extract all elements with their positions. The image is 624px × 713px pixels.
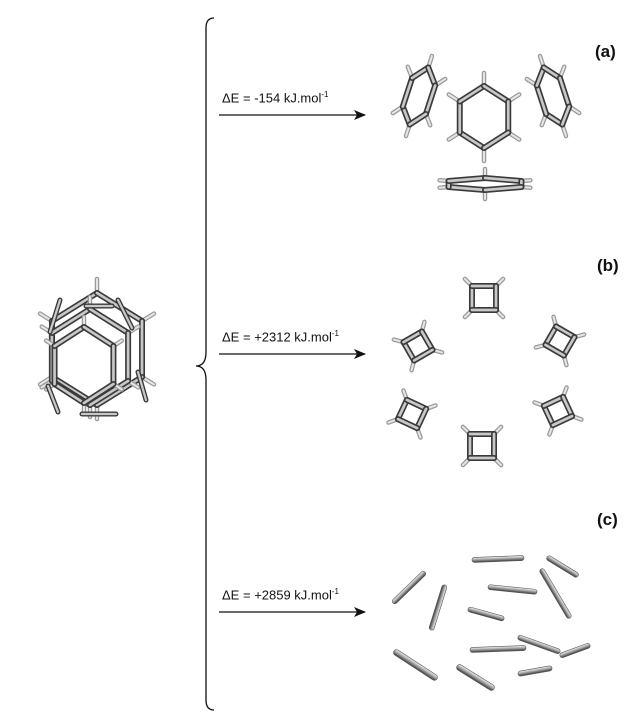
product-b-ring-bottom [460, 424, 504, 468]
delta-e-label-b: ΔE = +2312 kJ.mol-1 [222, 329, 339, 345]
product-c-rod-9 [517, 635, 561, 654]
product-c-rod-6 [428, 584, 448, 631]
molecule-renderings [37, 53, 591, 691]
product-b-ring-lower-left [386, 388, 438, 440]
panel-label-a: (a) [595, 42, 616, 61]
product-c-rod-8 [469, 645, 527, 653]
product-c-rod-13 [559, 643, 591, 658]
product-a-benzene-bottom [437, 166, 533, 202]
panel-label-c: (c) [597, 510, 618, 529]
delta-e-label-c: ΔE = +2859 kJ.mol-1 [222, 587, 339, 603]
product-c-rod-11 [456, 664, 495, 691]
product-c-rod-5 [539, 568, 572, 619]
product-c-rod-2 [546, 555, 579, 578]
reactant-crossbonds [45, 297, 149, 417]
curly-brace [195, 17, 215, 711]
product-a-benzene-center [446, 70, 522, 164]
product-c-rod-4 [487, 584, 538, 595]
product-b-ring-left [391, 319, 445, 373]
product-c-rod-3 [391, 570, 427, 605]
product-c-rod-10 [393, 649, 438, 681]
product-c-rod-12 [517, 665, 553, 677]
product-a-benzene-left [390, 53, 448, 139]
panel-label-b: (b) [597, 256, 619, 275]
product-a-benzene-right [524, 53, 582, 139]
product-b-ring-lower-right [532, 385, 584, 437]
product-c-rod-1 [471, 555, 525, 563]
product-b-ring-right [533, 314, 587, 368]
product-c-rod-7 [467, 606, 505, 622]
delta-e-label-a: ΔE = -154 kJ.mol-1 [222, 90, 329, 106]
product-b-ring-top [462, 276, 506, 320]
reactant-ring-front [43, 314, 125, 416]
